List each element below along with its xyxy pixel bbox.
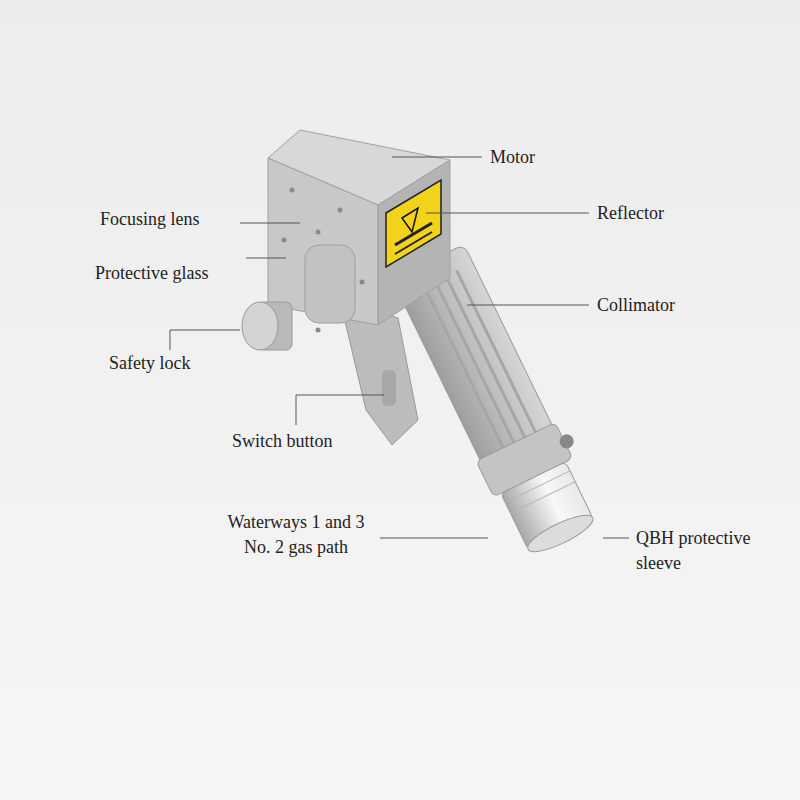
head-front bbox=[268, 158, 378, 325]
safety-lock-face bbox=[242, 302, 278, 350]
screw bbox=[360, 280, 365, 285]
warning-triangle bbox=[402, 208, 418, 232]
part-label: QBH protective sleeve bbox=[636, 526, 774, 576]
sticker-bar bbox=[395, 232, 432, 254]
screw bbox=[316, 328, 321, 333]
part-label: Focusing lens bbox=[100, 207, 200, 232]
switch-button bbox=[382, 370, 396, 406]
part-label: Waterways 1 and 3 No. 2 gas path bbox=[213, 510, 379, 560]
part-label: Reflector bbox=[597, 201, 664, 226]
part-label: Protective glass bbox=[95, 261, 208, 286]
cover-plate bbox=[305, 245, 355, 323]
screw bbox=[338, 208, 343, 213]
sticker-bar bbox=[395, 223, 432, 245]
screw bbox=[282, 238, 287, 243]
part-label: Safety lock bbox=[109, 351, 190, 376]
part-label: Collimator bbox=[597, 293, 675, 318]
warning-sticker bbox=[386, 180, 441, 267]
leader-lines bbox=[170, 157, 629, 538]
part-label: Switch button bbox=[232, 429, 333, 454]
head-side bbox=[378, 160, 450, 325]
part-label: Motor bbox=[490, 145, 535, 170]
screw bbox=[316, 230, 321, 235]
screw bbox=[290, 188, 295, 193]
